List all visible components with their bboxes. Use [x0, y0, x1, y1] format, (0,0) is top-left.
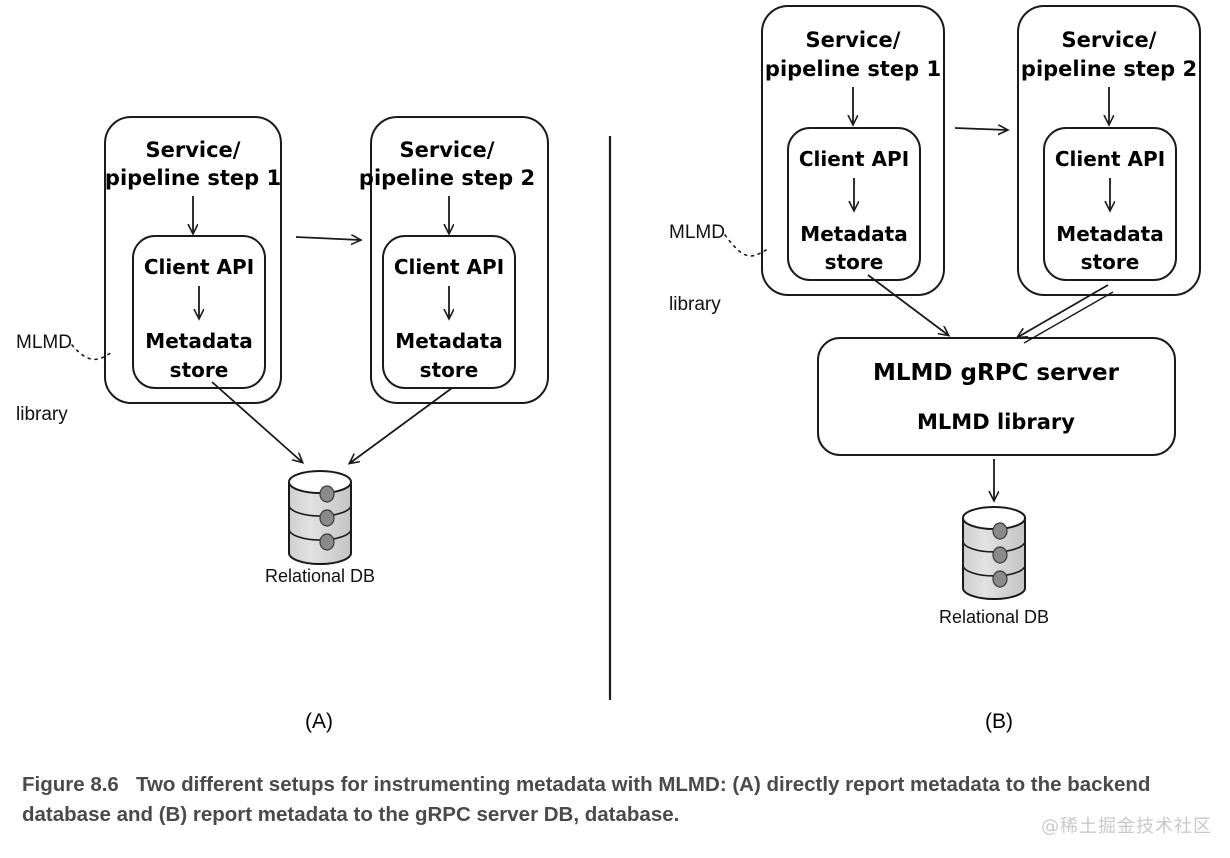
panel-a-step-2-client-api: Client API — [394, 255, 504, 279]
panel-a-step-1-client-api: Client API — [144, 255, 254, 279]
panel-a-step-flow-arrow — [295, 237, 360, 240]
panel-b-annotation-leader — [724, 234, 767, 257]
panel-a-step-2-store-line1: Metadata — [395, 329, 502, 353]
panel-b-group: Service/ pipeline step 1 Client API Meta… — [724, 5, 1201, 600]
panel-b-grpc-server-box — [817, 337, 1176, 456]
panel-a-step-2-store-line2: store — [420, 358, 479, 382]
panel-a-mlmd-library-annotation: MLMD library — [16, 283, 72, 475]
panel-b-grpc-server-subtitle: MLMD library — [917, 410, 1075, 434]
panel-b-step-1-inner — [787, 127, 921, 281]
panel-b-step-1-title-line2: pipeline step 1 — [765, 57, 941, 81]
panel-b-grpc-server-title: MLMD gRPC server — [873, 360, 1120, 386]
panel-b-store-2-to-server-arrow-dup — [1023, 291, 1114, 344]
panel-b-mlmd-library-line1: MLMD — [669, 222, 725, 243]
panel-b-step-1-title-line1: Service/ — [806, 28, 901, 52]
panel-b-letter: (B) — [985, 710, 1013, 733]
panel-a-store-1-to-db-arrow — [211, 381, 302, 462]
diagram-canvas: Service/ pipeline step 1 Client API Meta… — [71, 5, 1201, 700]
panel-b-step-2-client-api: Client API — [1055, 147, 1165, 171]
panel-b-step-2-store-line2: store — [1081, 250, 1140, 274]
panel-a-step-1-store-line1: Metadata — [145, 329, 252, 353]
panel-a-step-2-title-line1: Service/ — [400, 138, 495, 162]
panel-a-letter: (A) — [305, 710, 333, 733]
panel-a-step-1-title-line1: Service/ — [146, 138, 241, 162]
panel-b-step-1-store-line2: store — [825, 250, 884, 274]
figure-caption-text: Two different setups for instrumenting m… — [22, 773, 1151, 826]
panel-b-step-2-title-line2: pipeline step 2 — [1021, 57, 1197, 81]
panel-a-annotation-leader — [71, 344, 113, 361]
panel-a-step-2-outer — [370, 116, 549, 404]
panel-b-step-1-client-api: Client API — [799, 147, 909, 171]
panel-b-step-2-store-line1: Metadata — [1056, 222, 1163, 246]
panel-b-step-2-inner — [1043, 127, 1177, 281]
panel-a-step-1-store-line2: store — [170, 358, 229, 382]
figure-caption-number: Figure 8.6 — [22, 773, 119, 796]
panel-b-store-1-to-server-arrow — [867, 274, 948, 335]
panel-a-step-1-outer — [104, 116, 282, 404]
panel-a-mlmd-library-line1: MLMD — [16, 332, 72, 353]
panel-b-mlmd-library-annotation: MLMD library — [669, 173, 725, 365]
panel-b-step-flow-arrow — [954, 128, 1007, 130]
panel-b-store-2-to-server-arrow — [1018, 284, 1109, 337]
figure-caption: Figure 8.6 Two different setups for inst… — [22, 770, 1212, 830]
panel-a-step-1-title-line2: pipeline step 1 — [105, 166, 281, 190]
panel-a-group: Service/ pipeline step 1 Client API Meta… — [71, 116, 549, 565]
panel-a-step-2-title-line2: pipeline step 2 — [359, 166, 535, 190]
panel-b-relational-db-label: Relational DB — [938, 607, 1050, 627]
panel-a-mlmd-library-line2: library — [16, 404, 68, 425]
panel-b-relational-db-icon — [962, 506, 1026, 600]
panel-a-step-1-inner — [132, 235, 266, 389]
panel-a-store-2-to-db-arrow — [350, 387, 453, 463]
panel-b-step-2-title-line1: Service/ — [1062, 28, 1157, 52]
panel-b-mlmd-library-line2: library — [669, 294, 721, 315]
watermark: @稀土掘金技术社区 — [1041, 816, 1212, 837]
panel-a-step-2-inner — [382, 235, 516, 389]
panel-a-relational-db-label: Relational DB — [264, 566, 376, 586]
panel-b-step-1-outer — [761, 5, 945, 296]
panel-b-step-1-store-line1: Metadata — [800, 222, 907, 246]
panel-a-relational-db-icon — [288, 470, 352, 565]
